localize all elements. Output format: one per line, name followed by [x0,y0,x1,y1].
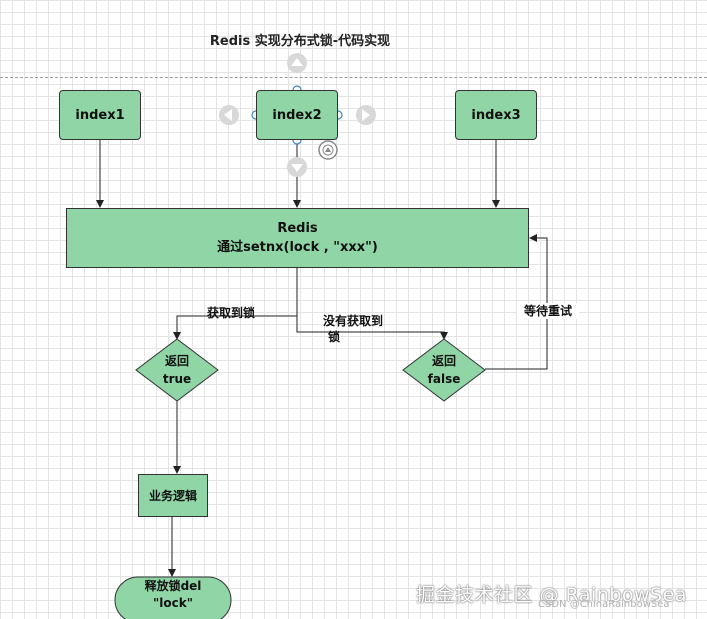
node-release-lock[interactable]: 释放锁del "lock" [120,578,226,612]
edge-label-got-lock: 获取到锁 [206,306,255,320]
node-index2-label: index2 [272,107,322,123]
edge-redis-true [173,268,298,340]
node-index2[interactable]: index2 [256,90,338,140]
edge-label-no-lock: 没有获取到 锁 [314,313,392,345]
decision-false[interactable]: 返回 false [414,352,474,388]
arrow-left-icon [219,105,239,125]
node-index3-label: index3 [471,107,521,123]
arrow-up-icon [287,53,307,73]
node-release-line1: 释放锁del [144,579,202,593]
node-business-logic-label: 业务逻辑 [148,489,197,503]
node-index1-label: index1 [75,107,125,123]
node-redis-title: Redis [277,221,318,236]
diagram-title: Redis 实现分布式锁-代码实现 [209,34,391,49]
arrow-down-icon [287,157,307,177]
watermark-sub: CSDN @ChinaRainbowSea [538,599,670,610]
edge-label-wait-retry: 等待重试 [517,303,579,319]
decision-false-line2: false [427,372,461,386]
node-index3[interactable]: index3 [455,90,537,140]
decision-true-shape [135,338,219,402]
decision-false-line1: 返回 [431,354,456,368]
node-index1[interactable]: index1 [59,90,141,140]
node-business-logic[interactable]: 业务逻辑 [138,474,208,517]
decision-true-line2: true [162,372,192,386]
edge-label-no-lock-line1: 没有获取到 [322,314,383,328]
watermark-main: 掘金技术社区 @ RainbowSea [416,584,687,606]
decision-true[interactable]: 返回 true [147,352,207,388]
edge-redis-false [296,316,448,340]
decision-true-line1: 返回 [164,354,189,368]
node-redis-subtitle: 通过setnx(lock , "xxx") [217,240,378,255]
page-break-line [0,77,707,78]
node-release-line2: "lock" [153,596,193,610]
terminator-shape [114,576,232,619]
arrow-right-icon [356,105,376,125]
edge-label-no-lock-line2: 锁 [327,330,340,344]
node-redis[interactable]: Redis 通过setnx(lock , "xxx") [66,208,529,268]
decision-false-shape [402,338,486,402]
rotate-handle-icon [318,140,338,160]
